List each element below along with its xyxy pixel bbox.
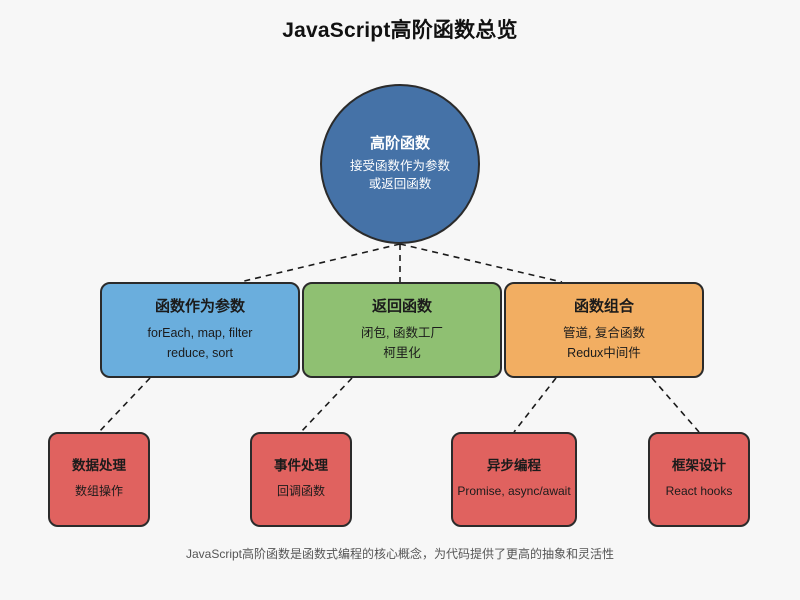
- node-leaf-async-title: 异步编程: [487, 458, 541, 474]
- node-leaf-frame-title: 框架设计: [672, 458, 726, 474]
- connector-root-to-params: [239, 243, 401, 283]
- node-branch-params-title: 函数作为参数: [154, 297, 245, 315]
- node-leaf-async-programming[interactable]: 异步编程 Promise, async/await: [451, 432, 577, 527]
- page-title: JavaScript高阶函数总览: [282, 19, 518, 42]
- node-branch-params-line1: forEach, map, filter: [147, 326, 253, 341]
- node-leaf-event-handling[interactable]: 事件处理 回调函数: [250, 432, 352, 527]
- node-branch-return-function[interactable]: 返回函数 闭包, 函数工厂 柯里化: [302, 282, 502, 378]
- node-leaf-data-processing[interactable]: 数据处理 数组操作: [48, 432, 150, 527]
- node-branch-function-composition[interactable]: 函数组合 管道, 复合函数 Redux中间件: [504, 282, 704, 378]
- node-branch-compose-title: 函数组合: [573, 297, 634, 315]
- node-leaf-async-line1: Promise, async/await: [457, 484, 571, 499]
- node-root-line2: 或返回函数: [368, 176, 432, 191]
- footer-caption: JavaScript高阶函数是函数式编程的核心概念，为代码提供了更高的抽象和灵活…: [185, 547, 615, 561]
- connector-root-to-compose: [399, 243, 563, 283]
- node-leaf-data-title: 数据处理: [72, 458, 126, 474]
- node-branch-return-title: 返回函数: [371, 297, 432, 315]
- node-leaf-event-title: 事件处理: [274, 458, 328, 474]
- connector-return-to-event: [300, 377, 353, 433]
- node-leaf-data-line1: 数组操作: [74, 484, 123, 499]
- node-leaf-framework-design[interactable]: 框架设计 React hooks: [648, 432, 750, 527]
- node-leaf-frame-line1: React hooks: [665, 484, 733, 499]
- node-branch-return-line1: 闭包, 函数工厂: [361, 326, 443, 341]
- node-root-title: 高阶函数: [369, 135, 430, 152]
- node-branch-return-line2: 柯里化: [383, 346, 421, 361]
- node-root-higher-order-function[interactable]: 高阶函数 接受函数作为参数 或返回函数: [320, 84, 480, 244]
- node-leaf-event-line1: 回调函数: [276, 484, 325, 499]
- connector-params-to-data: [98, 377, 151, 433]
- node-branch-function-as-parameter[interactable]: 函数作为参数 forEach, map, filter reduce, sort: [100, 282, 300, 378]
- connector-compose-to-async: [513, 377, 557, 433]
- node-branch-compose-line2: Redux中间件: [567, 346, 641, 361]
- connector-compose-to-frame: [651, 377, 700, 433]
- node-branch-params-line2: reduce, sort: [166, 346, 233, 361]
- node-branch-compose-line1: 管道, 复合函数: [563, 326, 645, 341]
- node-root-line1: 接受函数作为参数: [349, 158, 450, 173]
